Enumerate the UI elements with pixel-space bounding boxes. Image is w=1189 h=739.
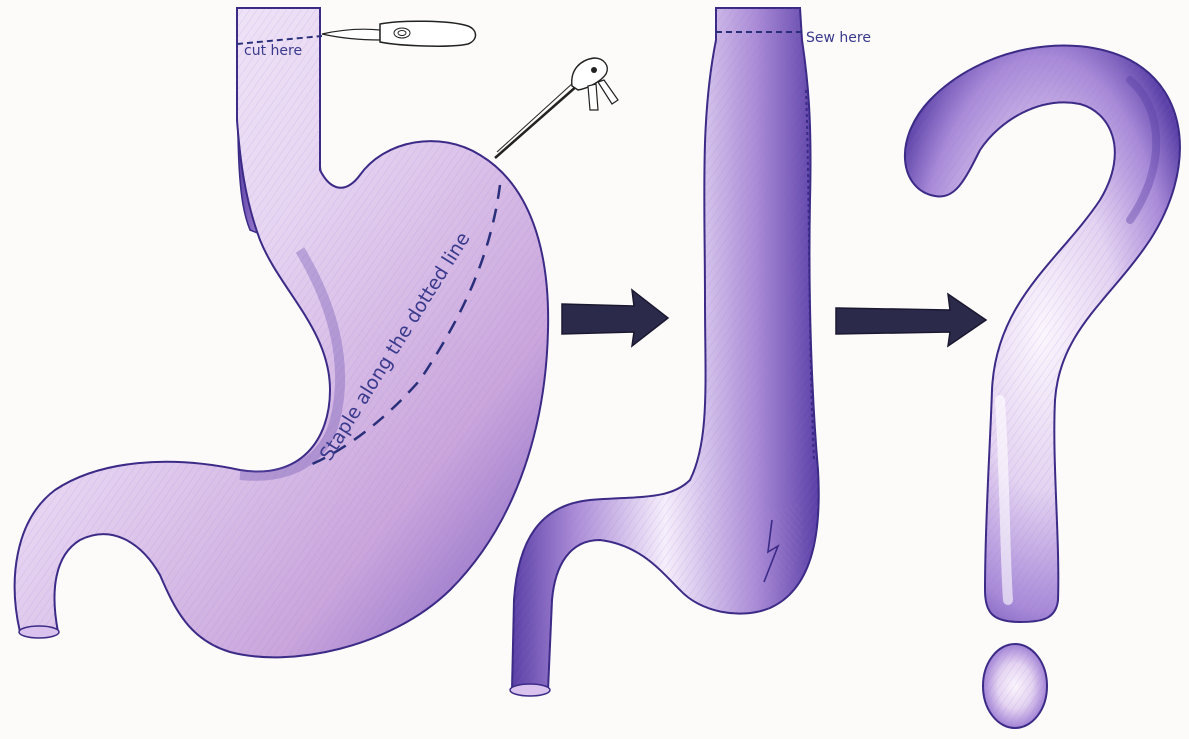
question-mark: [905, 45, 1180, 728]
surgical-stapler-icon: [495, 58, 618, 158]
cut-label: cut here: [244, 43, 302, 59]
sleeve-pylorus-opening: [510, 684, 550, 696]
right-arrow-icon: [562, 290, 668, 346]
original-stomach: Staple along the dotted line cut here: [15, 8, 548, 657]
sleeve-stomach: Sew here: [510, 8, 871, 696]
right-arrow-icon: [836, 294, 986, 346]
sew-label: Sew here: [806, 30, 871, 46]
pylorus-opening: [19, 626, 59, 638]
scalpel-icon: [322, 21, 476, 46]
